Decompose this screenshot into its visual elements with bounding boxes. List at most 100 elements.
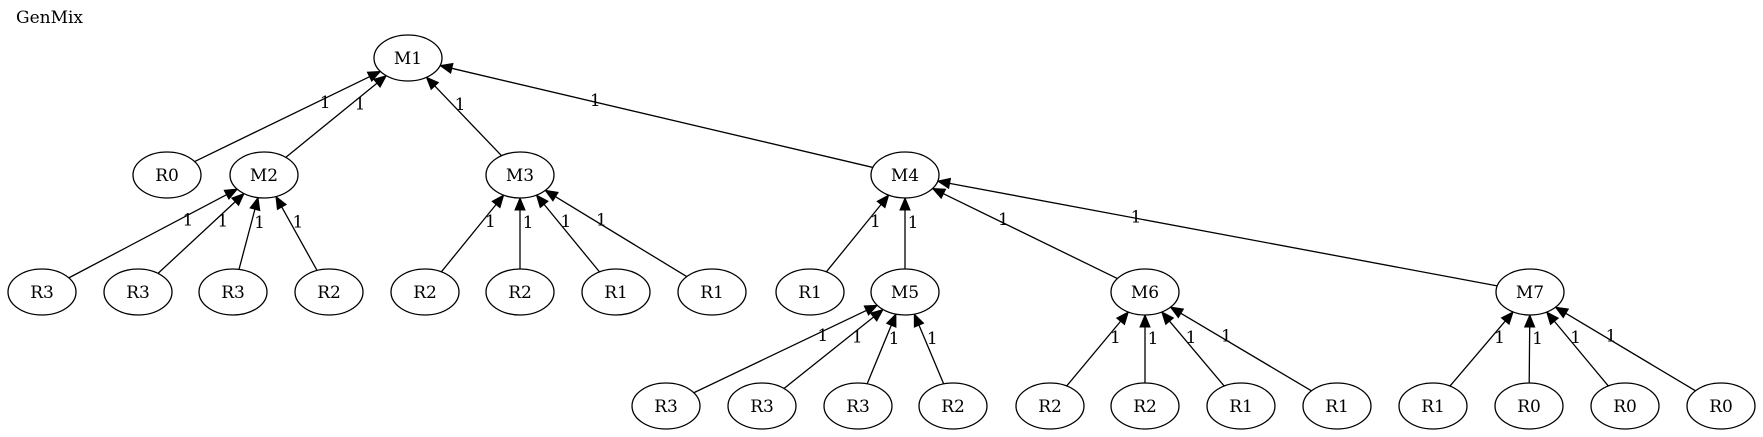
- edge-R1b-to-M3: 1: [544, 189, 688, 278]
- edge-R3e-to-M5: 1: [783, 308, 885, 389]
- edge-label: 1: [523, 213, 534, 233]
- edge-R1c-to-M4: 1: [825, 194, 890, 273]
- edge-label: 1: [596, 211, 607, 231]
- edge-arrowhead: [1500, 310, 1514, 326]
- edge-M5-to-M4: 1: [899, 196, 919, 269]
- edge-R1e-to-M6: 1: [1169, 306, 1312, 392]
- node-R1b: R1: [677, 268, 747, 316]
- edge-line: [943, 193, 1118, 280]
- edge-arrowhead: [899, 196, 911, 211]
- node-R0c: R0: [1590, 382, 1660, 430]
- node-M7: M7: [1495, 268, 1565, 316]
- edge-line: [434, 85, 502, 157]
- edge-arrowhead: [491, 194, 505, 209]
- edge-label: 1: [852, 327, 863, 347]
- edge-label: 1: [1221, 327, 1232, 347]
- node-ellipse: [870, 151, 940, 199]
- edge-R2d-to-M5: 1: [913, 312, 945, 385]
- node-label: R0: [1709, 397, 1733, 417]
- node-label: M3: [506, 166, 534, 186]
- node-label: M1: [394, 49, 422, 69]
- edge-label: 1: [320, 93, 331, 113]
- node-R2c: R2: [485, 268, 555, 316]
- edge-M7-to-M4: 1: [936, 177, 1498, 287]
- edge-R3c-to-M2: 1: [238, 196, 265, 270]
- node-ellipse: [229, 151, 299, 199]
- edge-arrowhead: [223, 188, 239, 201]
- edge-M2-to-M1: 1: [285, 74, 388, 158]
- edge-line: [68, 194, 227, 279]
- node-R1f: R1: [1398, 382, 1468, 430]
- node-label: R2: [413, 283, 437, 303]
- node-label: R0: [155, 166, 179, 186]
- edge-line: [866, 325, 892, 385]
- edge-line: [194, 76, 370, 163]
- node-label: R2: [508, 283, 532, 303]
- edge-arrowhead: [1160, 310, 1175, 326]
- node-ellipse: [1110, 382, 1180, 430]
- edge-arrowhead: [1139, 313, 1151, 328]
- node-R1e: R1: [1302, 382, 1372, 430]
- edge-label: 1: [817, 326, 828, 346]
- node-ellipse: [485, 151, 555, 199]
- edge-line: [1553, 320, 1609, 387]
- edge-label: 1: [1606, 327, 1617, 347]
- edge-arrowhead: [913, 312, 925, 328]
- edge-label: 1: [908, 213, 919, 233]
- node-R3d: R3: [631, 382, 701, 430]
- node-M5: M5: [870, 268, 940, 316]
- node-ellipse: [1110, 268, 1180, 316]
- node-M2: M2: [229, 151, 299, 199]
- edge-arrowhead: [366, 70, 382, 83]
- edge-label: 1: [183, 210, 194, 230]
- edge-arrowhead: [544, 189, 559, 202]
- node-label: M5: [891, 283, 919, 303]
- edge-arrowhead: [1545, 311, 1560, 326]
- edge-label: 1: [1494, 328, 1505, 348]
- edge-label: 1: [217, 212, 228, 232]
- edge-line: [1449, 320, 1506, 387]
- edge-label: 1: [998, 210, 1009, 230]
- edge-label: 1: [455, 95, 466, 115]
- edge-R1a-to-M3: 1: [535, 194, 601, 273]
- node-R1d: R1: [1206, 382, 1276, 430]
- edge-arrowhead: [514, 196, 526, 211]
- node-ellipse: [1302, 382, 1372, 430]
- node-R2b: R2: [390, 268, 460, 316]
- edge-M6-to-M4: 1: [931, 187, 1118, 280]
- node-R0b: R0: [1494, 382, 1564, 430]
- edge-label: 1: [254, 213, 265, 233]
- edge-arrowhead: [372, 74, 388, 89]
- node-R2a: R2: [294, 268, 364, 316]
- node-ellipse: [727, 382, 797, 430]
- edge-line: [783, 316, 875, 389]
- node-ellipse: [1495, 268, 1565, 316]
- node-ellipse: [1686, 382, 1756, 430]
- edge-arrowhead: [1169, 306, 1185, 319]
- node-label: R1: [1229, 397, 1253, 417]
- node-R3b: R3: [103, 268, 173, 316]
- node-ellipse: [823, 382, 893, 430]
- node-ellipse: [1015, 382, 1085, 430]
- node-label: R3: [30, 283, 54, 303]
- node-M6: M6: [1110, 268, 1180, 316]
- edge-arrowhead: [1115, 311, 1130, 326]
- node-ellipse: [1590, 382, 1660, 430]
- node-label: R3: [750, 397, 774, 417]
- edge-arrowhead: [1554, 306, 1570, 319]
- edge-R3a-to-M2: 1: [68, 188, 239, 279]
- node-label: R1: [604, 283, 628, 303]
- edge-line: [693, 309, 867, 394]
- edge-R1d-to-M6: 1: [1160, 310, 1225, 387]
- node-ellipse: [581, 268, 651, 316]
- edge-R3d-to-M5: 1: [693, 304, 879, 394]
- node-label: R3: [654, 397, 678, 417]
- edge-R0d-to-M7: 1: [1554, 306, 1696, 392]
- node-label: M6: [1131, 283, 1159, 303]
- edge-R2b-to-M3: 1: [440, 194, 505, 273]
- edge-R0b-to-M7: 1: [1523, 313, 1543, 384]
- node-label: R1: [1325, 397, 1349, 417]
- node-ellipse: [103, 268, 173, 316]
- node-ellipse: [198, 268, 268, 316]
